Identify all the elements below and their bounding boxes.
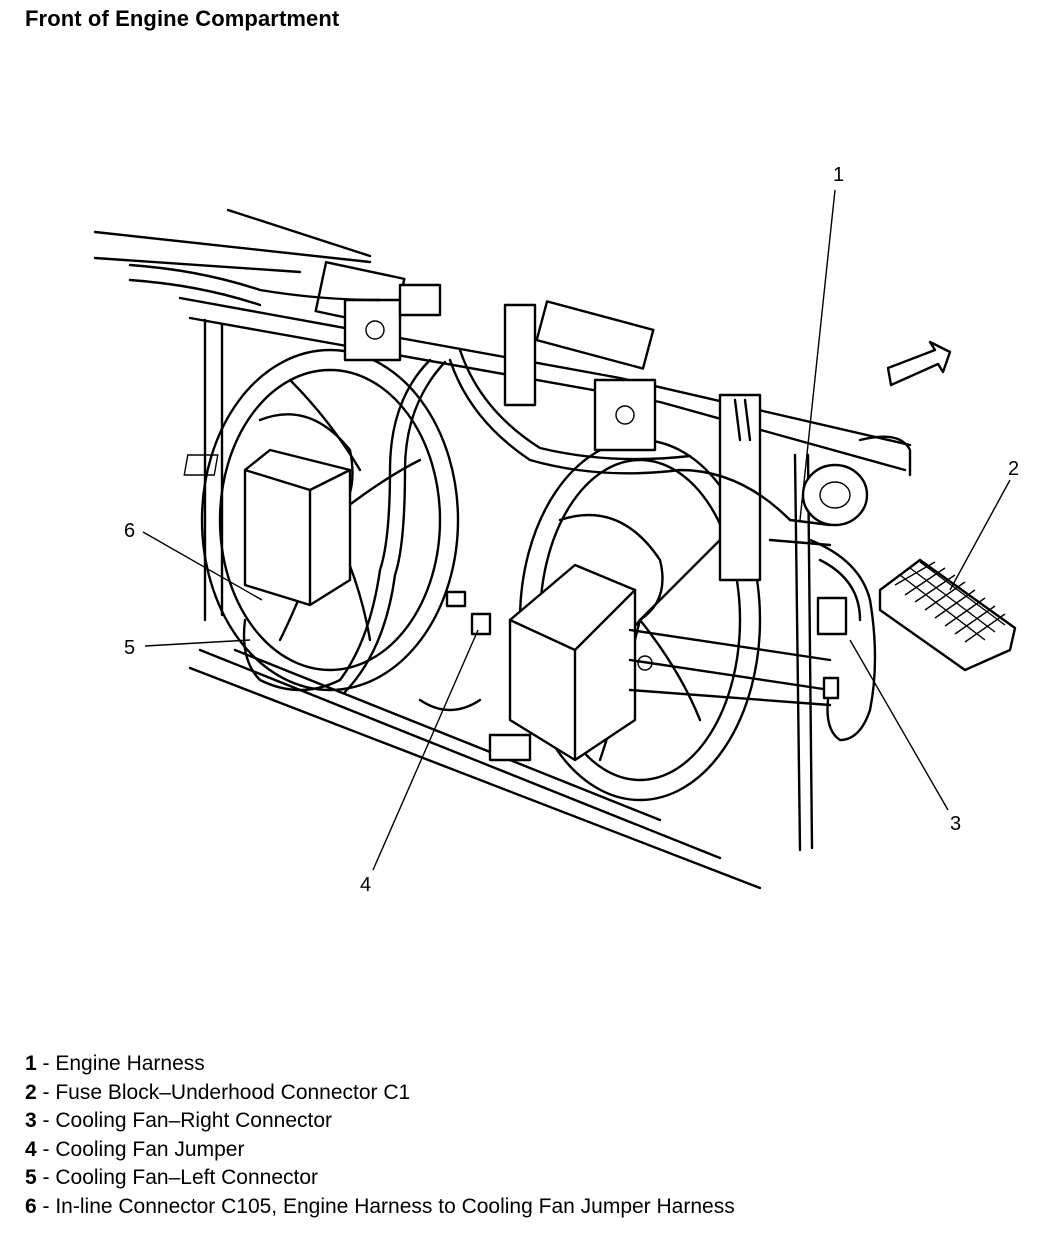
legend: 1 - Engine Harness 2 - Fuse Block–Underh…: [25, 1050, 735, 1222]
cooling-fan-jumper-connector: [445, 590, 492, 636]
legend-item-5: 5 - Cooling Fan–Left Connector: [25, 1164, 735, 1193]
legend-text: - Cooling Fan–Right Connector: [36, 1109, 333, 1133]
legend-item-3: 3 - Cooling Fan–Right Connector: [25, 1107, 735, 1136]
cooling-fan-right-connector: [816, 596, 848, 700]
right-round-component: [801, 463, 869, 527]
legend-item-2: 2 - Fuse Block–Underhood Connector C1: [25, 1079, 735, 1108]
callout-3: 3: [950, 813, 961, 835]
callout-1: 1: [833, 164, 844, 186]
leader-lines: [142, 189, 1011, 871]
legend-number: 5: [25, 1166, 37, 1190]
legend-number: 1: [25, 1052, 37, 1075]
legend-text: - Cooling Fan–Left Connector: [36, 1166, 319, 1190]
legend-number: 3: [25, 1109, 37, 1133]
legend-number: 2: [25, 1080, 37, 1104]
fuse-block-connector-c1: [878, 558, 1017, 672]
callout-5: 5: [124, 637, 135, 659]
legend-item-1: 1 - Engine Harness: [25, 1050, 735, 1079]
forward-arrow-icon: [886, 340, 952, 387]
right-module-box: [508, 563, 653, 762]
callout-2: 2: [1008, 458, 1019, 480]
radiator-support-frame: [93, 208, 912, 890]
legend-text: - Engine Harness: [36, 1052, 205, 1075]
legend-number: 4: [25, 1137, 37, 1161]
lower-right-strap: [628, 628, 832, 707]
upper-brackets: [314, 261, 762, 582]
legend-item-6: 6 - In-line Connector C105, Engine Harne…: [25, 1193, 735, 1222]
legend-item-4: 4 - Cooling Fan Jumper: [25, 1136, 735, 1165]
lower-bracket: [418, 698, 532, 762]
legend-number: 6: [25, 1194, 37, 1218]
diagram-title: Front of Engine Compartment: [25, 6, 340, 31]
legend-text: - Cooling Fan Jumper: [36, 1137, 245, 1161]
legend-text: - In-line Connector C105, Engine Harness…: [36, 1194, 735, 1218]
legend-text: - Fuse Block–Underhood Connector C1: [36, 1080, 411, 1104]
left-module-box: [183, 448, 352, 607]
callout-6: 6: [124, 520, 135, 542]
callout-4: 4: [360, 874, 371, 896]
engine-harness: [128, 263, 877, 742]
